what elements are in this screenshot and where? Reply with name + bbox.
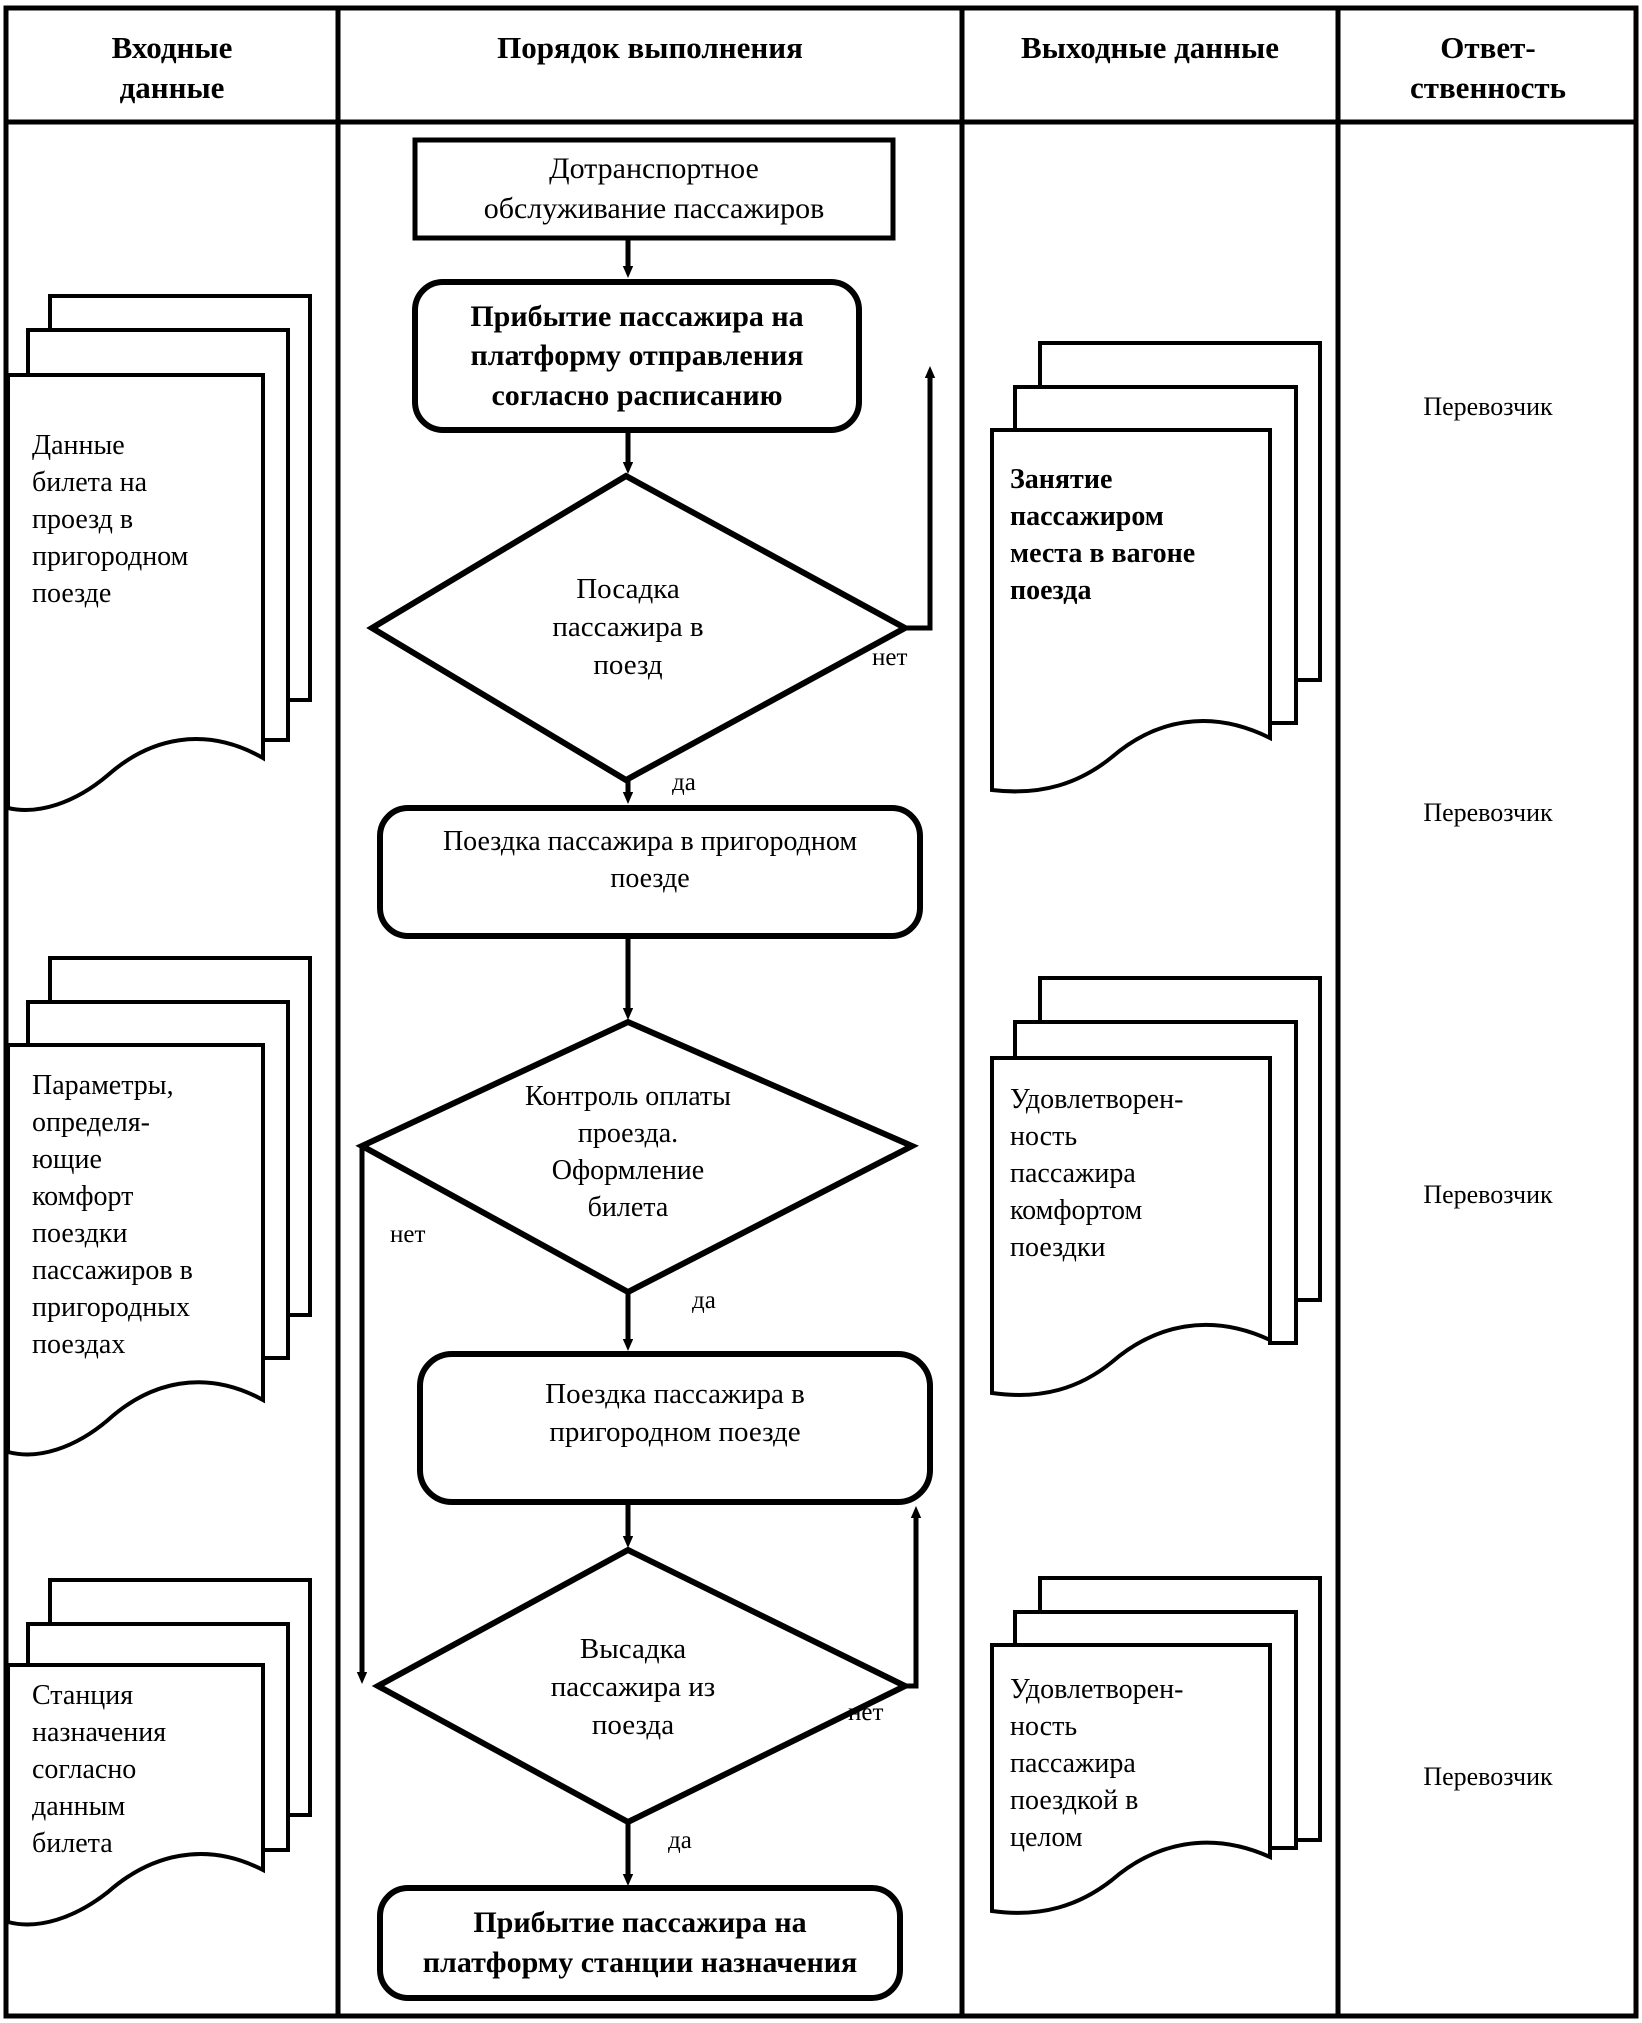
edge-label-fare-no: нет (390, 1221, 426, 1248)
header-input-data: Входные данные (111, 30, 233, 106)
output-doc-text-3: Удовлетворен- ность пассажира поездкой в… (1010, 1674, 1184, 1853)
output-doc-text-2: Удовлетворен- ность пассажира комфортом … (1010, 1084, 1184, 1263)
input-doc-stack-1 (6, 294, 312, 812)
shape-decision-alighting (371, 1546, 912, 1826)
output-doc-stack-1 (990, 341, 1322, 794)
edge-label-alighting-yes: да (668, 1827, 692, 1854)
shape-node-pretransport-service (412, 137, 896, 241)
flow-connectors (356, 238, 936, 1886)
table-grid (3, 5, 1639, 2019)
output-doc-stack-2 (990, 976, 1322, 1397)
input-doc-text-1: Данные билета на проезд в пригородном по… (32, 430, 189, 609)
edge-label-boarding-yes: да (672, 769, 696, 796)
input-doc-stack-3 (6, 1578, 312, 1927)
header-output-data: Выходные данные (1021, 30, 1279, 65)
shape-decision-fare-control (355, 1018, 919, 1296)
shape-node-trip-1 (377, 805, 923, 939)
edge-label-fare-yes: да (692, 1287, 716, 1314)
input-doc-text-2: Параметры, определя- ющие комфорт поездк… (32, 1070, 193, 1360)
output-doc-text-1: Занятие пассажиром места в вагоне поезда (1010, 464, 1196, 606)
input-doc-text-3: Станция назначения согласно данным билет… (32, 1680, 167, 1859)
shape-decision-boarding (366, 472, 912, 784)
header-procedure: Порядок выполнения (497, 30, 803, 65)
shape-node-arrival-destination-platform (377, 1885, 903, 2001)
responsibility-2: Перевозчик (1423, 798, 1553, 827)
edge-label-alighting-no: нет (848, 1699, 884, 1726)
edge-label-boarding-no: нет (872, 644, 908, 671)
responsibility-1: Перевозчик (1423, 392, 1553, 421)
responsibility-4: Перевозчик (1423, 1762, 1553, 1791)
shape-node-trip-2 (417, 1351, 933, 1505)
shape-node-arrival-departure-platform (412, 279, 862, 433)
responsibility-3: Перевозчик (1423, 1180, 1553, 1209)
output-doc-stack-3 (990, 1576, 1322, 1915)
input-doc-stack-2 (6, 956, 312, 1457)
header-responsibility: Ответ- ственность (1409, 30, 1567, 106)
